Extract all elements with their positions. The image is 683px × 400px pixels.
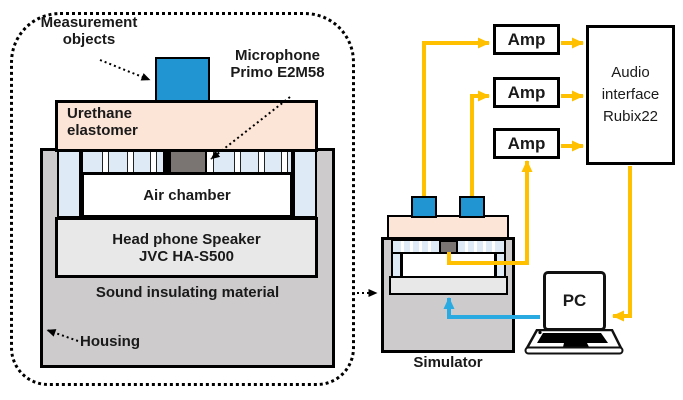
simulator-urethane-layer [387, 215, 509, 239]
pc-label: PC [562, 291, 587, 310]
amp-label: Amp [507, 133, 546, 153]
microphone-label: Microphone Primo E2M58 [230, 47, 325, 81]
audio-interface-box: Audio interface Rubix22 [586, 25, 675, 165]
plate-slit [102, 152, 109, 172]
plate-gap [163, 152, 170, 172]
plate-slit [410, 241, 413, 252]
plate-slit [474, 241, 477, 252]
amp-box-3: Amp [493, 128, 560, 159]
amp-label: Amp [507, 82, 546, 102]
plate-slit [258, 152, 265, 172]
interface-to-pc-arrow [612, 166, 632, 322]
plate-slit [234, 152, 241, 172]
housing-label: Housing [80, 333, 140, 350]
air-chamber-label: Air chamber [143, 186, 231, 204]
simulator-measurement-object-2 [459, 196, 485, 218]
object2-to-amp2-arrow [470, 90, 490, 196]
sound-insulating-label: Sound insulating material [95, 284, 280, 301]
measurement-object-block [155, 57, 210, 102]
plate-slit [127, 152, 134, 172]
audio-interface-label: Audio interface Rubix22 [601, 64, 660, 125]
simulator-measurement-object-1 [411, 196, 437, 218]
chamber-wall-left [57, 150, 81, 218]
amp-box-1: Amp [493, 24, 560, 55]
measurement-objects-label: Measurement objects [40, 14, 138, 48]
speaker-label: Head phone Speaker JVC HA-S500 [112, 230, 261, 265]
urethane-label: Urethane elastomer [67, 105, 138, 139]
microphone-block [169, 149, 207, 174]
laptop-base-icon [524, 329, 624, 355]
amp-box-2: Amp [493, 77, 560, 108]
simulator-speaker-box [389, 276, 508, 295]
plate-slit [401, 241, 404, 252]
plate-slit [207, 152, 214, 172]
urethane-layer: Urethane elastomer [55, 100, 318, 152]
simulator-chamber-wall-right [495, 252, 506, 278]
plate-slit [281, 152, 288, 172]
plate-slit [483, 241, 486, 252]
plate-slit [419, 241, 422, 252]
simulator-air-chamber [401, 252, 496, 278]
plate-slit [150, 152, 157, 172]
plate-slit [428, 241, 431, 252]
amp-label: Amp [507, 29, 546, 49]
plate-slit [465, 241, 468, 252]
object1-to-amp1-arrow [422, 37, 490, 196]
pc-screen: PC [543, 271, 606, 331]
air-chamber-box: Air chamber [81, 172, 293, 218]
simulator-label: Simulator [413, 354, 483, 371]
headphone-speaker-box: Head phone Speaker JVC HA-S500 [55, 217, 318, 278]
chamber-wall-right [293, 150, 317, 218]
dotted-frame [10, 12, 355, 386]
plate-slit [492, 241, 495, 252]
